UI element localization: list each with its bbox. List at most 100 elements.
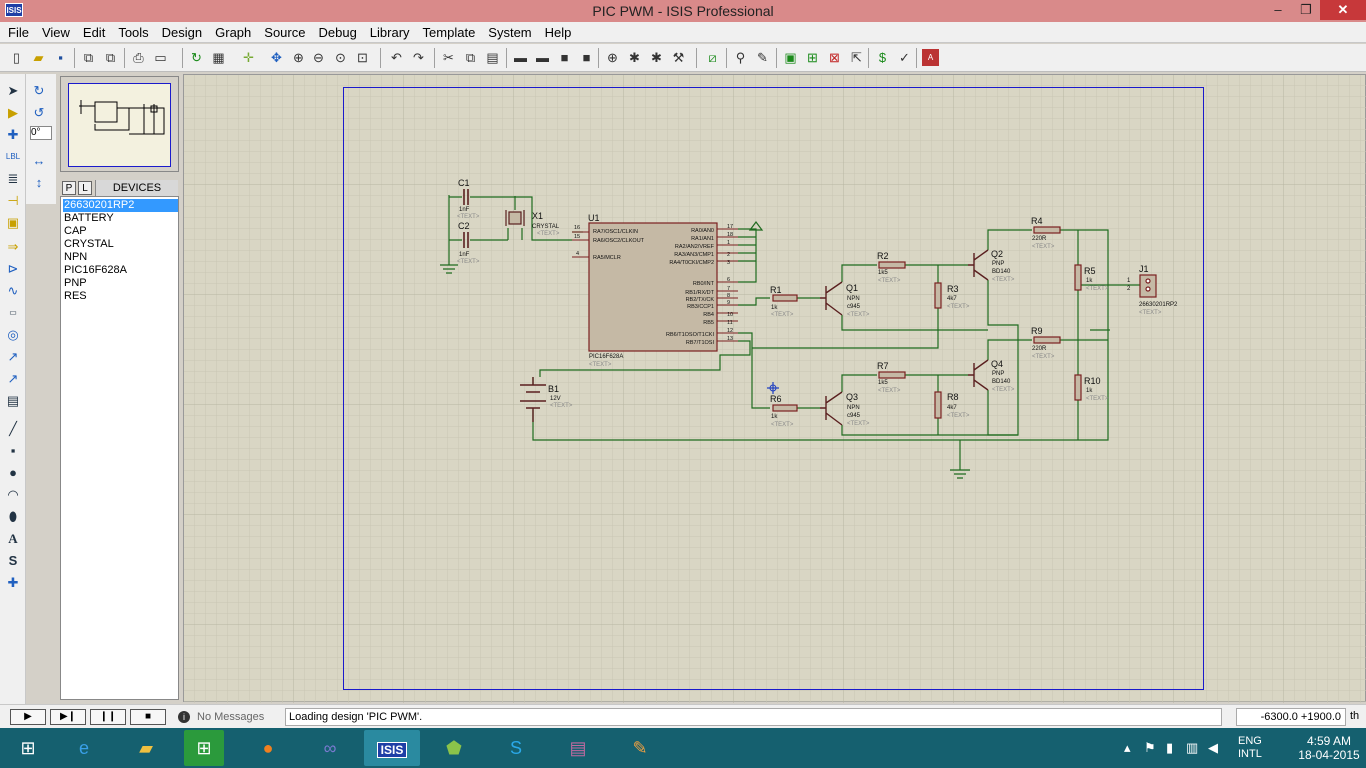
search-icon[interactable]: ⚲ <box>735 50 746 65</box>
transistor-q1[interactable] <box>820 281 843 316</box>
component-mode-icon[interactable]: ▶ <box>8 105 18 120</box>
capacitor-c1[interactable] <box>463 189 469 205</box>
menu-edit[interactable]: Edit <box>82 25 106 40</box>
new-sheet-icon[interactable]: ▣ <box>784 50 797 65</box>
box-icon[interactable]: ▪ <box>10 443 16 458</box>
device-item[interactable]: CAP <box>64 225 87 237</box>
store-icon[interactable]: ⊞ <box>184 730 224 766</box>
path-icon[interactable]: ⬮ <box>8 509 18 524</box>
electrical-check-icon[interactable]: ✓ <box>899 50 910 65</box>
restore-button[interactable]: ❐ <box>1300 2 1312 17</box>
bus-icon[interactable]: ⊣ <box>7 193 19 208</box>
battery-b1[interactable] <box>520 377 546 422</box>
battery-icon[interactable]: ▮ <box>1166 740 1174 755</box>
resistor-r4[interactable] <box>1033 226 1061 234</box>
zoom-in-icon[interactable]: ⊕ <box>293 50 304 65</box>
virtual-instruments-icon[interactable]: ▤ <box>6 393 20 408</box>
menu-library[interactable]: Library <box>369 25 410 40</box>
device-item[interactable]: PIC16F628A <box>64 264 127 276</box>
menu-system[interactable]: System <box>488 25 532 40</box>
device-item[interactable]: CRYSTAL <box>64 238 114 250</box>
block-move-icon[interactable]: ▬ <box>536 50 549 65</box>
library-manager-button[interactable]: L <box>78 181 92 195</box>
overview-sheet[interactable] <box>68 83 171 167</box>
exit-parent-icon[interactable]: ⇱ <box>851 50 862 65</box>
menu-view[interactable]: View <box>41 25 70 40</box>
menu-design[interactable]: Design <box>161 25 203 40</box>
redo-icon[interactable]: ↷ <box>413 50 424 65</box>
minimize-button[interactable]: – <box>1274 2 1282 17</box>
flag-icon[interactable]: ⚑ <box>1144 740 1156 755</box>
resistor-r5[interactable] <box>1074 264 1082 291</box>
show-hidden-icons-icon[interactable]: ▴ <box>1124 740 1131 755</box>
current-probe-icon[interactable]: ↗ <box>7 371 19 386</box>
isis-taskbar-icon[interactable]: ISIS <box>364 730 420 766</box>
device-item[interactable]: PNP <box>64 277 87 289</box>
remove-sheet-icon[interactable]: ⊠ <box>829 50 840 65</box>
grid-icon[interactable]: ▦ <box>212 50 225 65</box>
resistor-r10[interactable] <box>1074 374 1082 401</box>
decompose-icon[interactable]: ⚒ <box>672 50 685 65</box>
volume-icon[interactable]: ◀ <box>1208 740 1218 755</box>
menu-template[interactable]: Template <box>422 25 476 40</box>
wire-label-icon[interactable]: LBL <box>5 152 21 161</box>
menu-tools[interactable]: Tools <box>118 25 149 40</box>
line-icon[interactable]: ╱ <box>9 421 17 436</box>
crystal-x1[interactable] <box>505 210 525 226</box>
subcircuit-icon[interactable]: ▣ <box>6 215 20 230</box>
voltage-probe-icon[interactable]: ↗ <box>7 349 19 364</box>
device-item[interactable]: BATTERY <box>64 212 114 224</box>
step-button[interactable]: ▶❙ <box>50 709 86 725</box>
rotation-angle-field[interactable]: 0° <box>30 126 52 140</box>
text-icon[interactable]: A <box>8 531 18 546</box>
android-studio-icon[interactable]: ⬟ <box>446 738 462 758</box>
capacitor-c2[interactable] <box>463 232 469 248</box>
block-rotate-icon[interactable]: ■ <box>560 50 569 65</box>
symbol-icon[interactable]: S <box>8 553 18 568</box>
mirror-horizontal-icon[interactable]: ↔ <box>32 153 46 168</box>
menu-file[interactable]: File <box>8 25 29 40</box>
block-delete-icon[interactable]: ■ <box>582 50 591 65</box>
units-indicator[interactable]: th <box>1350 710 1360 722</box>
ares-netlist-icon[interactable]: A <box>922 49 939 66</box>
cut-icon[interactable]: ✂ <box>443 50 454 65</box>
resistor-r6[interactable] <box>772 404 798 412</box>
menu-help[interactable]: Help <box>544 25 572 40</box>
stop-button[interactable]: ■ <box>130 709 166 725</box>
pan-icon[interactable]: ✥ <box>271 50 282 65</box>
resistor-r9[interactable] <box>1033 336 1061 344</box>
device-item[interactable]: NPN <box>64 251 88 263</box>
pick-devices-button[interactable]: P <box>62 181 76 195</box>
undo-icon[interactable]: ↶ <box>391 50 402 65</box>
terminals-icon[interactable]: ⇒ <box>7 239 19 254</box>
block-copy-icon[interactable]: ▬ <box>514 50 527 65</box>
open-folder-icon[interactable]: ▰ <box>33 50 44 65</box>
rotate-clockwise-icon[interactable]: ↻ <box>33 83 45 98</box>
circle-icon[interactable]: ● <box>9 465 17 480</box>
refresh-icon[interactable]: ↻ <box>191 50 202 65</box>
bill-of-materials-icon[interactable]: $ <box>878 50 887 65</box>
origin-icon[interactable]: ✛ <box>243 50 254 65</box>
zoom-all-icon[interactable]: ⊙ <box>335 50 346 65</box>
menu-source[interactable]: Source <box>264 25 306 40</box>
infinity-app-icon[interactable]: ∞ <box>323 738 337 758</box>
transistor-q4[interactable] <box>968 359 989 391</box>
copy-icon[interactable]: ⧉ <box>465 50 476 65</box>
paste-icon[interactable]: ▤ <box>486 50 499 65</box>
device-item[interactable]: RES <box>64 290 87 302</box>
start-button[interactable]: ⊞ <box>20 738 36 758</box>
app-icon[interactable]: ISIS <box>5 3 23 17</box>
generator-icon[interactable]: ◎ <box>7 327 19 342</box>
pause-button[interactable]: ❙❙ <box>90 709 126 725</box>
messages-status[interactable]: No Messages <box>197 711 265 723</box>
resistor-r1[interactable] <box>772 294 798 302</box>
resistor-r7[interactable] <box>878 371 906 379</box>
rotate-anticlockwise-icon[interactable]: ↺ <box>33 105 45 120</box>
zoom-area-icon[interactable]: ⊡ <box>357 50 368 65</box>
mirror-vertical-icon[interactable]: ↕ <box>35 175 43 190</box>
resistor-r3[interactable] <box>934 282 942 309</box>
selection-mode-icon[interactable]: ➤ <box>7 83 19 98</box>
microcontroller-u1[interactable] <box>588 222 718 352</box>
property-tool-icon[interactable]: ✎ <box>757 50 768 65</box>
